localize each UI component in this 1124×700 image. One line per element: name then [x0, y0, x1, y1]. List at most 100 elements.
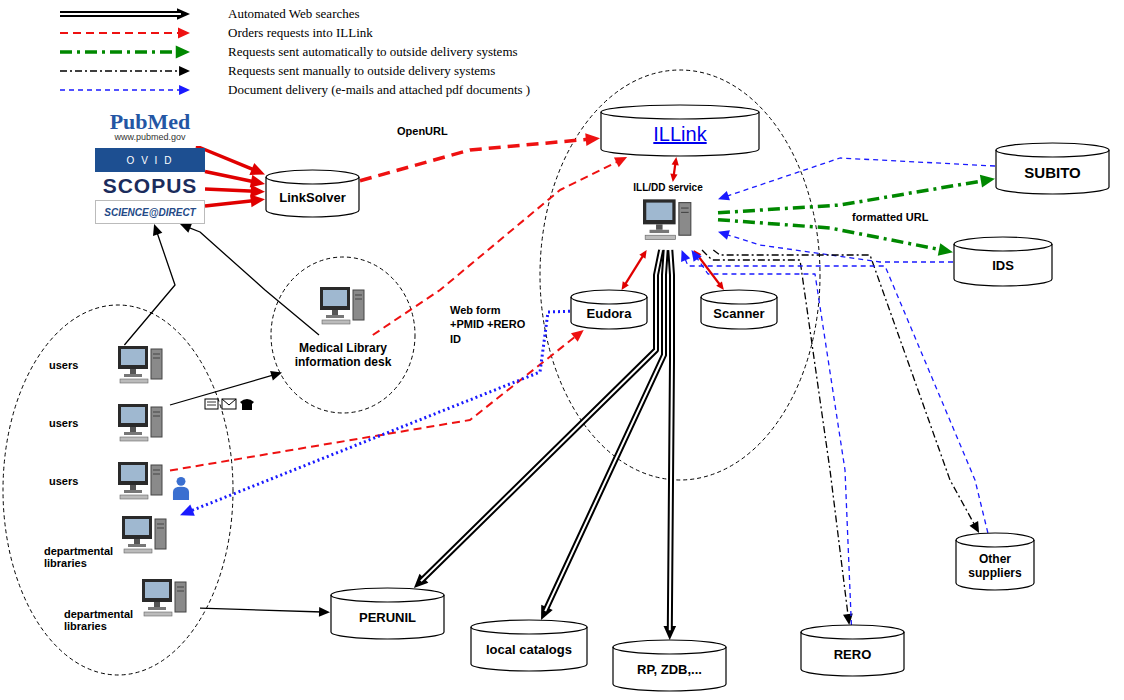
connector — [170, 330, 584, 471]
node-label: local catalogs — [486, 642, 572, 657]
source-logo: SCIENCE@DIRECT — [95, 200, 205, 224]
connector — [718, 230, 953, 262]
connector — [718, 158, 995, 200]
database-cylinder: Other suppliers — [955, 533, 1035, 591]
arrowhead — [969, 521, 979, 533]
cylinder-body — [571, 290, 647, 329]
node-label: Medical Library information desk — [287, 341, 399, 369]
node-label: SUBITO — [1024, 164, 1080, 181]
database-cylinder: SUBITO — [995, 143, 1110, 195]
connector — [670, 157, 678, 182]
cylinder-rim — [956, 540, 1034, 547]
arrowhead — [938, 243, 953, 256]
node-label: www.pubmed.gov — [114, 133, 185, 143]
computer-icon — [643, 199, 691, 239]
line — [725, 158, 995, 197]
cylinder-body — [331, 588, 444, 639]
source-logo: PubMedwww.pubmed.gov — [95, 108, 205, 146]
database-cylinder: RERO — [800, 625, 905, 677]
legend-line — [60, 8, 190, 20]
connector — [702, 250, 853, 625]
node-label: RERO — [834, 647, 872, 662]
database-cylinder: PERUNIL — [330, 588, 445, 640]
database-cylinder: IDS — [953, 237, 1053, 287]
line — [187, 227, 319, 335]
cylinder-rim — [471, 627, 587, 634]
arrowhead — [571, 330, 584, 342]
database-cylinder: LinkSolver — [265, 170, 360, 218]
database-cylinder: Eudora — [570, 290, 648, 330]
computer-icon — [118, 404, 162, 441]
service-station: ILL/DD service — [618, 182, 718, 250]
info-desk: Medical Library information desk — [282, 335, 404, 375]
node-label: SCIENCE@DIRECT — [104, 207, 195, 218]
line — [60, 32, 182, 34]
line — [360, 139, 590, 181]
connector — [124, 224, 175, 345]
arrowhead — [691, 250, 701, 262]
cylinder-rim — [266, 177, 359, 184]
connector — [180, 223, 319, 335]
cylinder-rim — [996, 150, 1109, 157]
node-label: LinkSolver — [279, 190, 345, 205]
contact-icons — [205, 399, 254, 410]
line — [60, 70, 182, 71]
legend-text: Document delivery (e-mails and attached … — [228, 81, 530, 98]
node-label: departmental libraries — [44, 545, 124, 569]
node-label: Other suppliers — [960, 552, 1030, 580]
edge-label: formatted URL — [850, 210, 930, 224]
legend-line — [60, 28, 190, 39]
cylinder-body — [471, 620, 587, 671]
database-cylinder: local catalogs — [470, 620, 588, 672]
database-cylinder: ILLink — [600, 105, 760, 157]
database-cylinder: RP, ZDB,... — [612, 640, 727, 692]
node-label: O V I D — [127, 155, 174, 166]
legend-line — [60, 85, 190, 95]
line — [205, 200, 255, 206]
edge-label: OpenURL — [395, 124, 450, 138]
node-label: users — [49, 417, 78, 429]
cylinder-body — [996, 143, 1109, 194]
double-line — [670, 250, 672, 630]
cylinder-body — [701, 290, 777, 329]
computer-icon — [142, 579, 186, 616]
node-label: SCOPUS — [103, 175, 198, 197]
computer-icon — [320, 287, 364, 324]
desk-outline — [271, 257, 415, 413]
line — [60, 89, 182, 90]
user-station: users — [45, 461, 170, 501]
cylinder-rim — [613, 647, 726, 654]
node-label: IDS — [992, 258, 1014, 273]
cylinder-body — [601, 105, 759, 156]
line — [170, 335, 577, 470]
connector — [664, 250, 677, 640]
connector — [170, 371, 282, 405]
cylinder-rim — [571, 297, 647, 304]
connector — [205, 172, 265, 188]
node-label: Scanner — [713, 306, 764, 321]
double-line — [545, 250, 666, 611]
node-label: RP, ZDB,... — [637, 662, 702, 677]
legend-text: Requests sent manually to outside delive… — [228, 62, 495, 79]
double-line-core — [60, 13, 181, 15]
service-outline — [540, 70, 820, 480]
node-label: users — [49, 475, 78, 487]
library-station: departmental libraries — [60, 578, 200, 634]
double-line-core — [421, 250, 661, 581]
cylinder-rim — [331, 595, 444, 602]
library-station: departmental libraries — [40, 515, 180, 571]
line — [674, 163, 676, 177]
source-logo: SCOPUS — [95, 174, 205, 199]
cylinder-rim — [801, 632, 904, 639]
line — [625, 255, 644, 286]
line — [725, 234, 953, 262]
line — [205, 189, 255, 191]
edge-label: Web form +PMID +RERO ID — [448, 303, 532, 346]
double-line-core — [670, 250, 672, 630]
node-label: Eudora — [587, 306, 632, 321]
user-station: users — [45, 403, 170, 443]
connector — [718, 220, 953, 256]
line — [696, 256, 852, 625]
line — [170, 375, 275, 405]
computer-icon — [118, 346, 162, 383]
